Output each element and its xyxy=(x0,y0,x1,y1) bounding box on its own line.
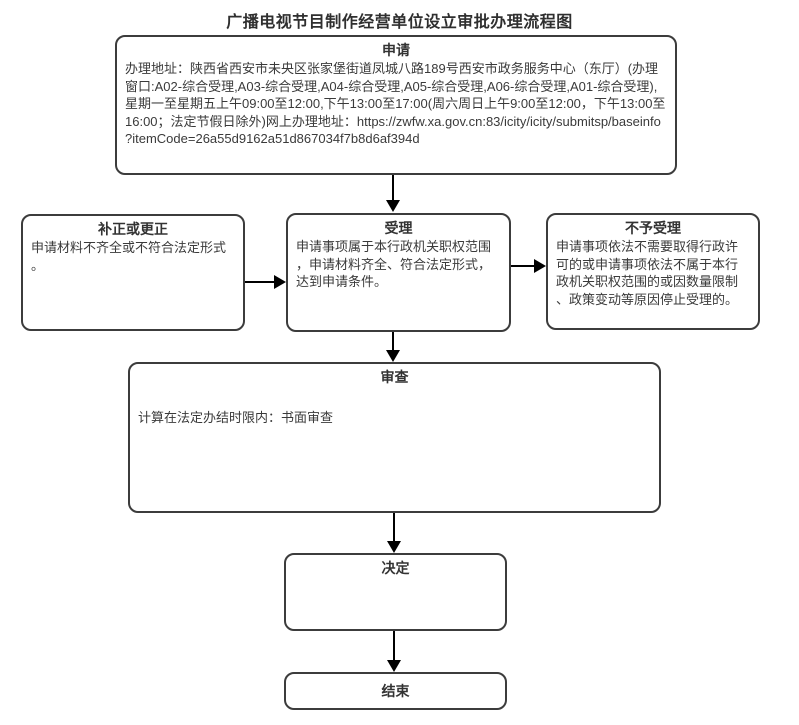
arrow-shaft xyxy=(392,332,394,350)
node-rejection: 不予受理 申请事项依法不需要取得行政许可的或申请事项依法不属于本行政机关职权范围… xyxy=(546,213,760,330)
node-apply: 申请 办理地址：陕西省西安市未央区张家堡街道凤城八路189号西安市政务服务中心（… xyxy=(115,35,677,175)
node-acceptance-title: 受理 xyxy=(384,220,413,236)
arrow-shaft xyxy=(511,265,534,267)
arrow-decision-to-end xyxy=(387,631,401,672)
arrow-shaft xyxy=(393,631,395,660)
node-review-body: 计算在法定办结时限内：书面审查 xyxy=(138,410,334,425)
arrow-acceptance-to-rejection xyxy=(511,259,546,273)
node-correction-title: 补正或更正 xyxy=(98,221,168,237)
node-end-title: 结束 xyxy=(381,683,410,699)
node-review: 审查 计算在法定办结时限内：书面审查 xyxy=(128,362,661,513)
arrow-head-icon xyxy=(386,200,400,212)
node-correction: 补正或更正 申请材料不齐全或不符合法定形式。 xyxy=(21,214,245,331)
node-review-title: 审查 xyxy=(380,369,409,385)
page-title: 广播电视节目制作经营单位设立审批办理流程图 xyxy=(226,14,573,31)
arrow-head-icon xyxy=(387,541,401,553)
arrow-acceptance-to-review xyxy=(386,332,400,362)
node-apply-body: 办理地址：陕西省西安市未央区张家堡街道凤城八路189号西安市政务服务中心（东厅）… xyxy=(125,61,666,146)
arrow-head-icon xyxy=(386,350,400,362)
arrow-apply-to-acceptance xyxy=(386,175,400,212)
node-rejection-title: 不予受理 xyxy=(625,220,681,236)
node-end: 结束 xyxy=(284,672,507,710)
node-acceptance-body: 申请事项属于本行政机关职权范围，申请材料齐全、符合法定形式，达到申请条件。 xyxy=(296,239,492,289)
node-decision-title: 决定 xyxy=(381,560,410,576)
node-decision: 决定 xyxy=(284,553,507,631)
arrow-shaft xyxy=(393,513,395,541)
node-rejection-body: 申请事项依法不需要取得行政许可的或申请事项依法不属于本行政机关职权范围的或因数量… xyxy=(556,239,739,307)
arrow-head-icon xyxy=(534,259,546,273)
arrow-shaft xyxy=(245,281,274,283)
node-acceptance: 受理 申请事项属于本行政机关职权范围，申请材料齐全、符合法定形式，达到申请条件。 xyxy=(286,213,511,332)
arrow-head-icon xyxy=(274,275,286,289)
node-apply-title: 申请 xyxy=(382,42,410,58)
node-correction-body: 申请材料不齐全或不符合法定形式。 xyxy=(31,240,227,273)
arrow-review-to-decision xyxy=(387,513,401,553)
arrow-head-icon xyxy=(387,660,401,672)
arrow-shaft xyxy=(392,175,394,200)
arrow-correction-to-acceptance xyxy=(245,275,286,289)
